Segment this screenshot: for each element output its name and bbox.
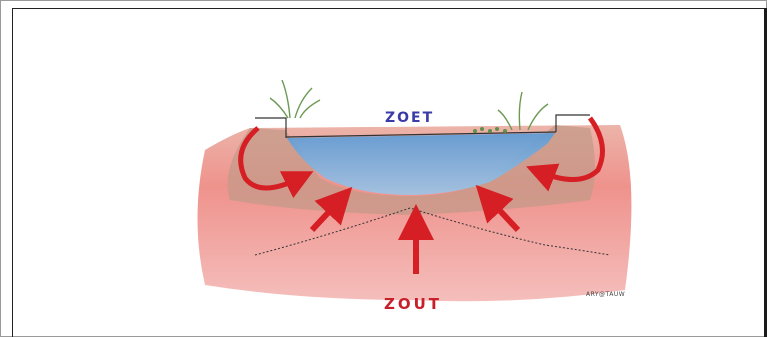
grass-left <box>270 80 320 118</box>
grass-right <box>498 92 548 130</box>
artist-credit: ARY@TAUW <box>586 291 625 298</box>
label-zout: ZOUT <box>384 295 442 313</box>
label-zoet: ZOET <box>385 110 434 126</box>
